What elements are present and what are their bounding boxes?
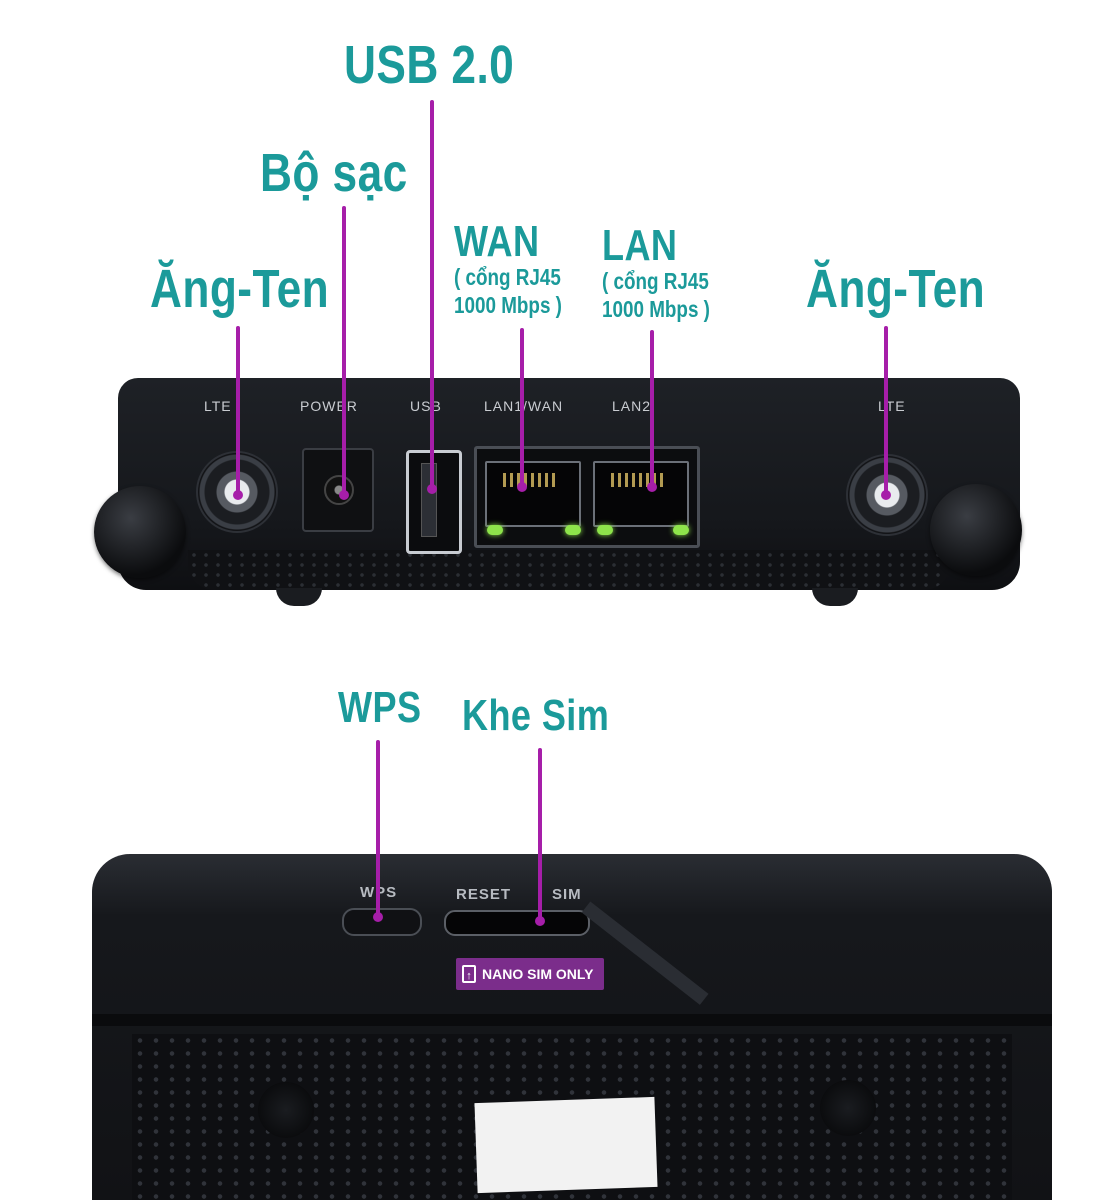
rj45-port-lan [593, 461, 689, 527]
port-label-usb: USB [410, 398, 442, 414]
callout-wan-desc-line2: 1000 Mbps ) [454, 292, 562, 318]
device-foot [820, 1080, 876, 1136]
port-label-lan2: LAN2 [612, 398, 652, 414]
edge-band [92, 1014, 1052, 1026]
reset-sim-slot[interactable] [444, 910, 590, 936]
port-led [597, 525, 613, 535]
port-led [565, 525, 581, 535]
leader-line-antenna-left [233, 326, 243, 500]
leader-line-wps [373, 740, 383, 922]
nano-sim-badge: ↑ NANO SIM ONLY [456, 958, 604, 990]
port-label-lte-left: LTE [204, 398, 232, 414]
label-sim: SIM [552, 886, 582, 903]
vent-grille [188, 550, 950, 590]
leader-line-charger [339, 206, 349, 500]
callout-wps: WPS [338, 683, 422, 732]
rj45-port-wan [485, 461, 581, 527]
product-sticker [474, 1096, 658, 1194]
label-reset: RESET [456, 886, 512, 903]
leader-line-wan [517, 328, 527, 492]
leader-line-sim [535, 748, 545, 926]
antenna-knob-right [930, 484, 1022, 576]
callout-usb: USB 2.0 [344, 35, 515, 95]
device-foot [812, 588, 858, 606]
callout-sim-slot: Khe Sim [462, 691, 610, 740]
callout-charger: Bộ sạc [260, 143, 408, 203]
callout-lan: LAN [602, 221, 678, 270]
nano-sim-text: NANO SIM ONLY [482, 966, 594, 982]
antenna-knob-left [94, 486, 186, 578]
callout-lan-desc-line2: 1000 Mbps ) [602, 296, 710, 322]
power-jack [302, 448, 374, 532]
usb-port [406, 450, 462, 554]
port-label-lte-right: LTE [878, 398, 906, 414]
leader-line-usb [427, 100, 437, 494]
callout-wan-desc-line1: ( cổng RJ45 [454, 264, 561, 290]
port-led [487, 525, 503, 535]
leader-line-lan [647, 330, 657, 492]
sim-card-icon: ↑ [462, 965, 476, 983]
device-foot [276, 588, 322, 606]
leader-line-antenna-right [881, 326, 891, 500]
device-foot [258, 1082, 314, 1138]
callout-lan-desc-line1: ( cổng RJ45 [602, 268, 709, 294]
callout-antenna-right: Ăng-Ten [806, 259, 986, 319]
callout-wan: WAN [454, 217, 540, 266]
ethernet-port-block [474, 446, 700, 548]
wps-button[interactable] [342, 908, 422, 936]
callout-antenna-left: Ăng-Ten [150, 259, 330, 319]
port-label-power: POWER [300, 398, 358, 414]
port-led [673, 525, 689, 535]
